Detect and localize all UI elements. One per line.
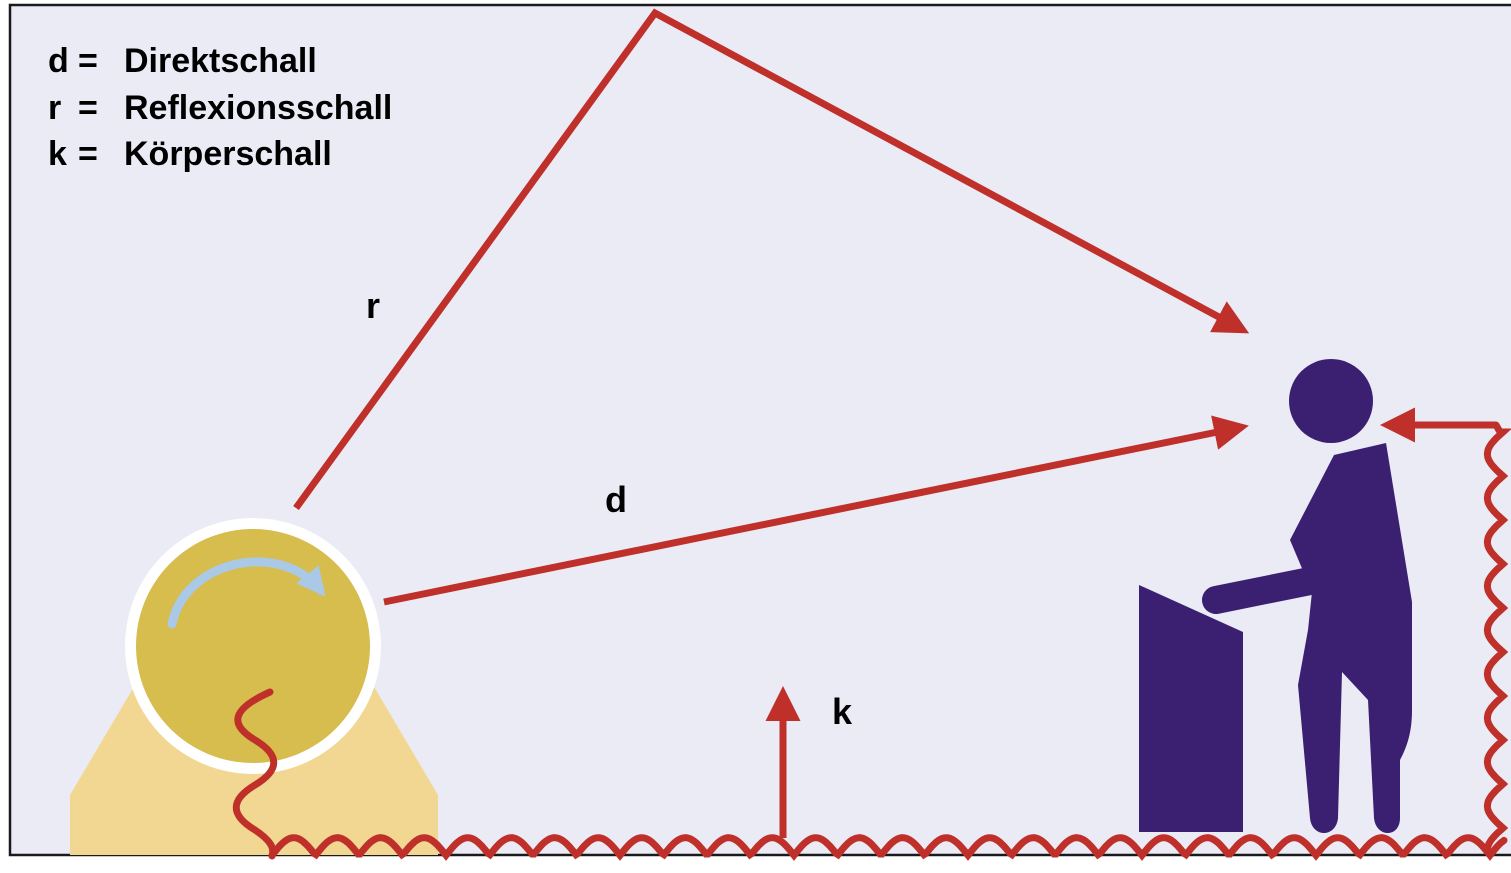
- structure-borne-wave-wall: [1483, 421, 1511, 856]
- legend-key: d: [48, 42, 69, 80]
- rotating-machine-icon: [70, 518, 438, 855]
- structure-borne-wave-vertical: [232, 688, 278, 860]
- legend: d = Direktschall r = Reflexionsschall k …: [48, 38, 392, 178]
- legend-separator: =: [78, 135, 98, 173]
- rotation-arrow-icon: [167, 557, 326, 629]
- legend-label: Direktschall: [124, 42, 317, 80]
- room-border: [8, 3, 1511, 857]
- legend-item-structure-borne: k = Körperschall: [48, 131, 392, 178]
- legend-key: k: [48, 135, 67, 173]
- legend-label: Reflexionsschall: [124, 88, 393, 127]
- direct-path-label: d: [605, 479, 627, 520]
- direct-sound-path: [383, 415, 1249, 606]
- person-head: [1289, 359, 1373, 443]
- person-body: [1290, 443, 1412, 833]
- structure-borne-wave-floor: [268, 834, 1508, 861]
- reflected-path-label: r: [366, 285, 381, 326]
- person-icon: [1202, 359, 1412, 833]
- legend-item-reflected: r = Reflexionsschall: [48, 85, 392, 132]
- legend-label: Körperschall: [124, 135, 332, 173]
- legend-separator: =: [78, 42, 98, 80]
- reflected-sound-path: [293, 8, 1250, 511]
- legend-separator: =: [78, 88, 98, 127]
- desk-icon: [1139, 585, 1243, 832]
- person-arm: [1202, 566, 1329, 614]
- legend-key: r: [48, 88, 62, 127]
- legend-item-direct: d = Direktschall: [48, 38, 392, 85]
- structure-path-label: k: [832, 691, 853, 732]
